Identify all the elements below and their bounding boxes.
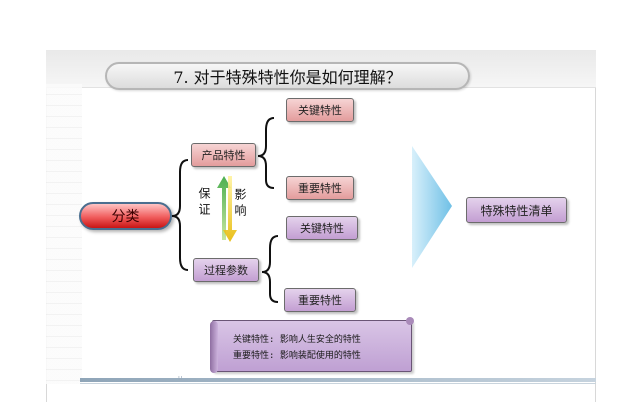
influence-arrow-up (217, 176, 231, 240)
root-brace (171, 159, 189, 271)
process-important-characteristic-node: 重要特性 (284, 288, 356, 312)
note-line-important: 重要特性: 影响装配使用的特性 (233, 350, 361, 361)
note-line-key: 关键特性: 影响人生安全的特性 (233, 334, 361, 345)
process-brace (261, 235, 279, 303)
influence-label: 影响 (233, 188, 247, 220)
special-characteristics-list-node: 特殊特性清单 (466, 197, 567, 223)
classification-root: 分类 (79, 202, 172, 230)
ensure-arrow-down (223, 176, 237, 242)
process-key-characteristic-node: 关键特性 (286, 216, 358, 240)
process-parameter-node: 过程参数 (193, 258, 259, 282)
scroll-right-roll (406, 317, 414, 325)
slide-title: 7. 对于特殊特性你是如何理解？ (105, 62, 470, 90)
product-key-characteristic-node: 关键特性 (286, 98, 354, 122)
product-characteristic-node: 产品特性 (191, 143, 256, 167)
result-arrow (412, 146, 452, 268)
definition-note: 关键特性: 影响人生安全的特性 重要特性: 影响装配使用的特性 (210, 317, 414, 373)
product-brace (257, 117, 275, 189)
ensure-label: 保证 (197, 187, 211, 219)
footer-rule-thin (80, 383, 596, 384)
scroll-left-roll (210, 321, 218, 373)
left-decor-strip (46, 84, 82, 384)
footer-rule (80, 378, 596, 382)
footer-mark: u (178, 374, 183, 382)
product-important-characteristic-node: 重要特性 (286, 176, 354, 200)
